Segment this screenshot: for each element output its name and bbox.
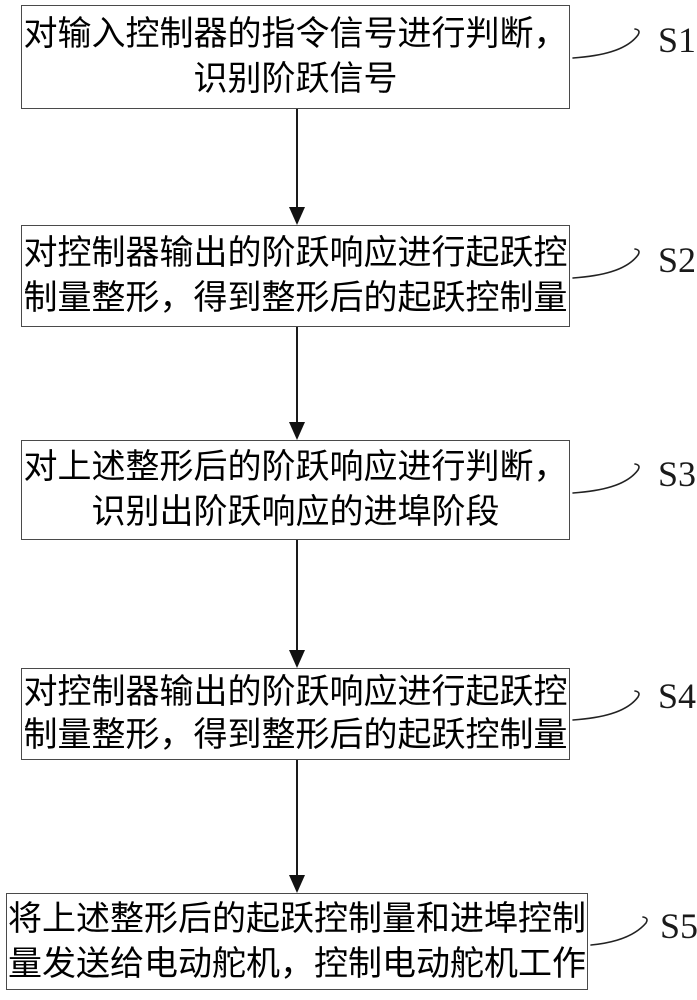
arrow-s4-to-s5-head-icon [289,875,305,893]
step-s4-text-line1: 对控制器输出的阶跃响应进行起跃控 [23,674,568,711]
step-label-s3: S3 [658,454,697,494]
step-s5-text-line2: 量发送给电动舵机，控制电动舵机工作 [8,945,586,983]
step-label-s1: S1 [658,20,697,60]
step-s4-text-line2: 制量整形，得到整形后的起跃控制量 [23,717,568,754]
step-s3-text-line1: 对上述整形后的阶跃响应进行判断， [23,449,568,486]
reference-curve-s4 [572,690,640,721]
step-s1-text-line1: 对输入控制器的指令信号进行判断， [23,16,568,53]
arrow-s4-to-s5-line [296,760,298,889]
reference-curve-s1 [572,28,640,59]
flow-step-box-s1: 对输入控制器的指令信号进行判断， 识别阶跃信号 [21,5,570,109]
arrow-s2-to-s3-head-icon [289,422,305,440]
step-s3-text-line2: 识别出阶跃响应的进埠阶段 [91,494,500,531]
flow-step-box-s2: 对控制器输出的阶跃响应进行起跃控 制量整形，得到整形后的起跃控制量 [21,225,570,327]
arrow-s1-to-s2-head-icon [289,207,305,225]
flow-step-box-s3: 对上述整形后的阶跃响应进行判断， 识别出阶跃响应的进埠阶段 [21,440,570,540]
reference-curve-s3 [572,463,640,494]
step-s2-text-line1: 对控制器输出的阶跃响应进行起跃控 [23,235,568,272]
flow-step-box-s5: 将上述整形后的起跃控制量和进埠控制 量发送给电动舵机，控制电动舵机工作 [6,893,588,990]
step-label-s5: S5 [660,906,697,946]
step-s2-text-line2: 制量整形，得到整形后的起跃控制量 [23,280,568,317]
step-s1-text-line2: 识别阶跃信号 [193,61,398,98]
flow-step-box-s4: 对控制器输出的阶跃响应进行起跃控 制量整形，得到整形后的起跃控制量 [21,668,570,760]
arrow-s2-to-s3-line [296,327,298,436]
step-label-s4: S4 [658,676,697,716]
step-s5-text-line1: 将上述整形后的起跃控制量和进埠控制 [8,900,586,938]
step-label-s2: S2 [658,240,697,280]
arrow-s3-to-s4-line [296,540,298,664]
arrow-s1-to-s2-line [296,109,298,221]
arrow-s3-to-s4-head-icon [289,650,305,668]
reference-curve-s2 [572,248,640,279]
reference-curve-s5 [590,916,648,946]
